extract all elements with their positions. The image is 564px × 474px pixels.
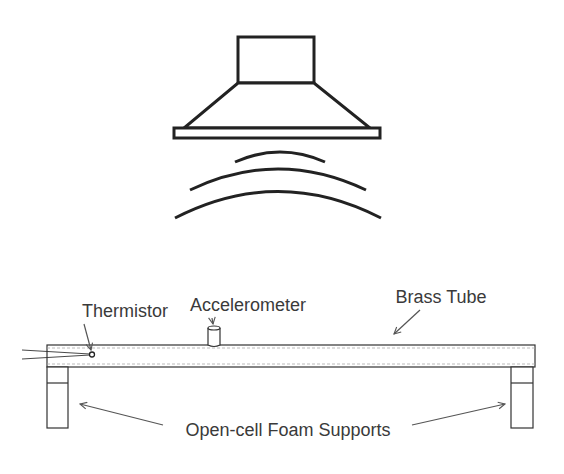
leader-arrow bbox=[212, 318, 213, 324]
foam-support-edge bbox=[511, 382, 533, 383]
accelerometer bbox=[208, 326, 220, 347]
thermistor-wire bbox=[22, 350, 90, 354]
sound-waves bbox=[175, 152, 381, 218]
leader-lines bbox=[80, 310, 505, 425]
speaker-rim bbox=[174, 128, 380, 138]
foam-support-edge bbox=[47, 382, 68, 383]
thermistor-bead bbox=[90, 352, 95, 357]
tube-inner-wall bbox=[47, 364, 535, 365]
tube-outline bbox=[47, 345, 535, 367]
accelerometer-top bbox=[208, 326, 220, 330]
brass-tube bbox=[47, 345, 535, 367]
part-label: Accelerometer bbox=[190, 296, 306, 316]
speaker bbox=[174, 37, 380, 138]
part-label: Open-cell Foam Supports bbox=[185, 421, 390, 441]
leader-arrow bbox=[84, 324, 91, 350]
leader-arrow bbox=[412, 404, 505, 425]
speaker-cone bbox=[184, 83, 370, 128]
wave bbox=[190, 169, 366, 190]
wave bbox=[235, 152, 325, 162]
foam-supports bbox=[47, 367, 533, 428]
part-label: Thermistor bbox=[82, 302, 168, 322]
foam-support bbox=[47, 367, 68, 428]
part-label: Brass Tube bbox=[395, 288, 486, 308]
leader-arrow bbox=[394, 310, 420, 334]
speaker-magnet bbox=[238, 37, 314, 83]
foam-support bbox=[511, 367, 533, 428]
wave bbox=[175, 192, 381, 219]
thermistor-wire bbox=[22, 355, 90, 359]
thermistor bbox=[22, 350, 95, 359]
leader-arrow bbox=[80, 404, 163, 425]
accelerometer-body bbox=[208, 328, 220, 347]
tube-inner-wall bbox=[47, 348, 535, 349]
